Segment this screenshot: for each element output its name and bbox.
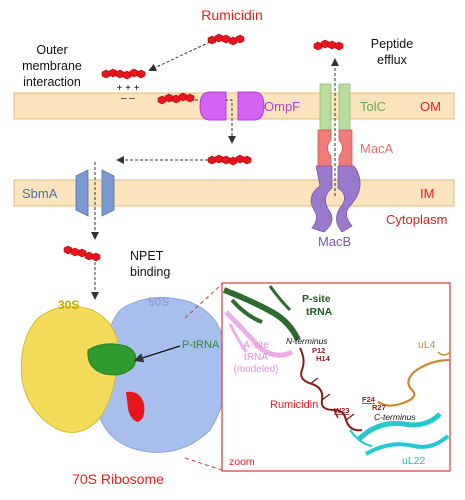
npet-label-1: NPET [130, 249, 164, 263]
label-ptrna: P-tRNA [182, 339, 220, 351]
outer-label-3: interaction [23, 75, 81, 89]
outer-label-1: Outer [36, 43, 67, 57]
tolc-label: TolC [360, 99, 386, 114]
peptide-top [207, 33, 245, 46]
arrow-top-to-outer [148, 41, 211, 72]
asite-label-2: tRNA [244, 352, 268, 363]
ribosome-ptrna [87, 343, 137, 376]
sbma-label: SbmA [22, 186, 58, 201]
nterm-label: N-terminus [286, 336, 328, 346]
f24-label: F24 [362, 395, 376, 404]
om-label: OM [420, 99, 441, 114]
ribosome-title: 70S Ribosome [72, 471, 164, 487]
peptide-outer [101, 68, 146, 80]
cytoplasm-label: Cytoplasm [386, 212, 447, 227]
zoom-asite-trna [224, 310, 294, 358]
maca-label: MacA [360, 141, 394, 156]
label-50s: 50S [148, 295, 169, 309]
peptide-cytoplasm [63, 245, 101, 262]
zoom-panel [221, 282, 451, 472]
psite-label-2: tRNA [306, 306, 333, 318]
psite-label-1: P-site [302, 293, 331, 305]
peptide-periplasm [207, 154, 252, 166]
rumicidin-title: Rumicidin [201, 7, 262, 23]
npet-label-2: binding [130, 265, 170, 279]
ribosome-rumicidin [126, 391, 145, 422]
efflux-label-1: Peptide [371, 37, 413, 51]
ul4-label: uL4 [418, 339, 436, 351]
zoom-ul22 [349, 412, 450, 456]
ompf-label: OmpF [264, 99, 300, 114]
im-label: IM [420, 186, 434, 201]
r27-label: R27 [372, 403, 386, 412]
zoom-label: zoom [229, 456, 255, 468]
h14-label: H14 [316, 354, 331, 363]
ompf-porin [199, 91, 265, 121]
zoom-guide-top [184, 283, 223, 319]
ribosome-30s [20, 305, 119, 433]
arrow-ptrna [133, 345, 181, 363]
zoom-guide-bottom [184, 457, 223, 471]
charge-plus: + + + [116, 83, 139, 94]
zoom-psite-trna [222, 285, 301, 342]
macb-transporter [310, 165, 361, 233]
asite-label-3: (modeled) [233, 364, 278, 375]
zoom-ul4 [377, 351, 451, 407]
asite-label-1: A-site [243, 340, 269, 351]
p12-label: P12 [312, 346, 325, 355]
ul22-label: uL22 [402, 455, 426, 467]
outer-membrane [13, 92, 455, 120]
zoom-rumicidin-chain [299, 347, 363, 432]
outer-label-2: membrane [22, 59, 82, 73]
macb-label: MacB [318, 234, 351, 249]
efflux-label-2: efflux [377, 53, 407, 67]
zoom-rumicidin-label: Rumicidin [270, 399, 318, 411]
peptide-efflux [313, 39, 344, 51]
charge-minus: – – [121, 93, 135, 104]
w23-label: W23 [334, 406, 349, 415]
maca-adaptor [317, 129, 353, 169]
sbma-transporter [75, 169, 115, 217]
cterm-label: C-terminus [374, 412, 416, 422]
label-30s: 30S [58, 298, 79, 312]
